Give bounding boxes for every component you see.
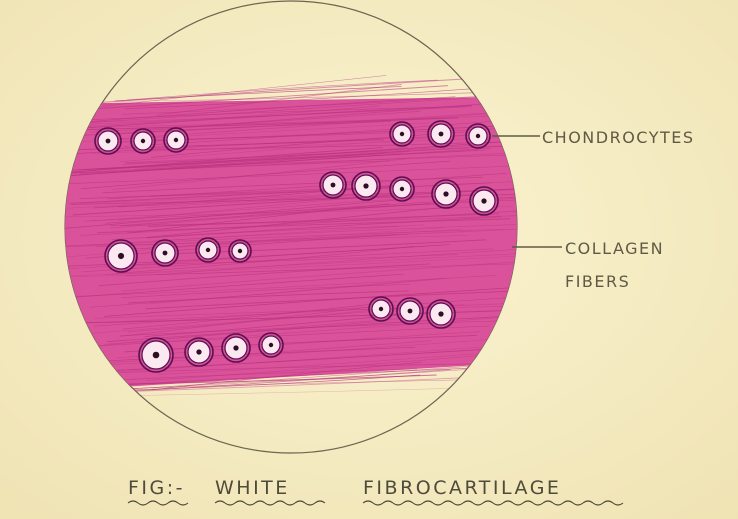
chondrocyte-nucleus — [269, 343, 273, 347]
chondrocyte-nucleus — [141, 139, 145, 143]
chondrocyte-nucleus — [118, 253, 124, 259]
collagen-label-line1: COLLAGEN — [565, 239, 664, 258]
chondrocyte-nucleus — [331, 183, 336, 188]
caption-word-fibrocartilage: FIBROCARTILAGE — [363, 477, 561, 499]
chondrocyte-nucleus — [400, 132, 404, 136]
chondrocyte-nucleus — [476, 134, 480, 138]
chondrocyte-nucleus — [163, 251, 168, 256]
caption-prefix: FIG:- — [128, 477, 185, 499]
chondrocyte-nucleus — [106, 139, 111, 144]
chondrocyte-nucleus — [379, 307, 383, 311]
chondrocyte-nucleus — [196, 349, 201, 354]
chondrocyte-nucleus — [174, 138, 178, 142]
chondrocytes-label: CHONDROCYTES — [542, 128, 695, 147]
chondrocyte-nucleus — [233, 345, 238, 350]
chondrocyte-nucleus — [443, 191, 448, 196]
chondrocyte-nucleus — [153, 352, 160, 359]
chondrocyte-nucleus — [408, 309, 413, 314]
chondrocyte-nucleus — [439, 132, 444, 137]
chondrocyte-nucleus — [438, 311, 443, 316]
collagen-label-line2: FIBERS — [565, 272, 630, 291]
chondrocyte-nucleus — [363, 183, 368, 188]
chondrocyte-nucleus — [400, 187, 404, 191]
chondrocyte-nucleus — [481, 198, 486, 203]
chondrocyte-nucleus — [206, 248, 210, 252]
caption-word-white: WHITE — [215, 477, 290, 499]
chondrocyte-nucleus — [238, 249, 242, 253]
